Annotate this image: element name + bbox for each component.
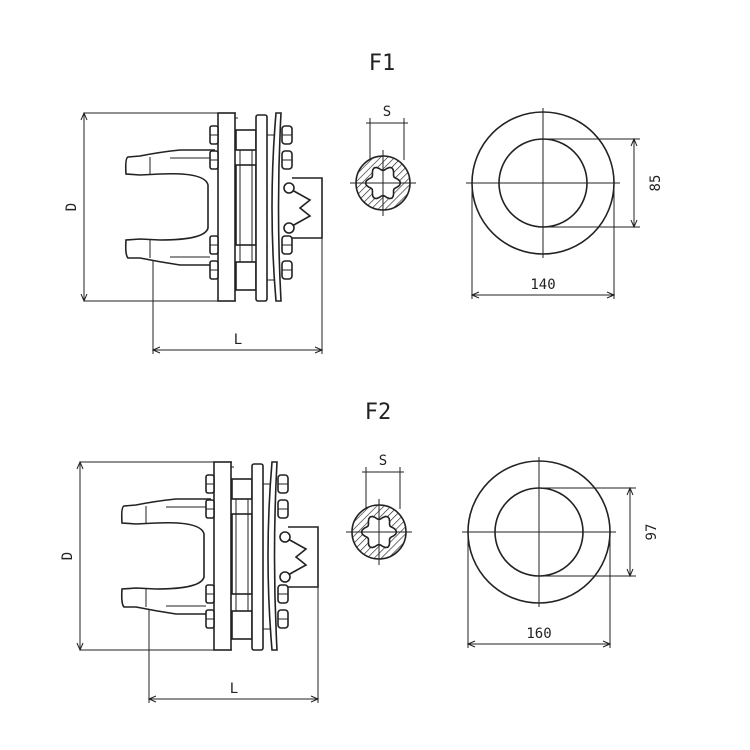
hub (287, 526, 319, 588)
outer-dimension-label: 160 (526, 626, 551, 642)
d-label: D (64, 203, 80, 211)
friction-plate (255, 114, 268, 302)
flange-plate (217, 112, 236, 302)
flange-front-view: 85 140 (466, 108, 664, 299)
s-label: S (379, 453, 387, 469)
yoke (120, 498, 211, 615)
friction-plate (251, 463, 264, 651)
yoke (124, 149, 215, 266)
spring-disc (267, 461, 278, 651)
figure-title: F2 (365, 400, 392, 425)
s-label: S (383, 104, 391, 120)
coupling-side-view: DL (60, 460, 320, 703)
outer-dimension-label: 140 (530, 277, 555, 293)
coupling-side-view: DL (64, 111, 324, 354)
l-label: L (230, 681, 238, 697)
shaft-cross-section: S (346, 453, 412, 565)
d-label: D (60, 552, 76, 560)
inner-dimension-label: 85 (648, 175, 664, 192)
inner-dimension-label: 97 (644, 524, 660, 541)
figure-title: F1 (369, 51, 396, 76)
shaft-cross-section: S (350, 104, 416, 216)
hub (291, 177, 323, 239)
l-label: L (234, 332, 242, 348)
flange-plate (213, 461, 232, 651)
flange-front-view: 97 160 (462, 457, 660, 648)
spring-disc (271, 112, 282, 302)
